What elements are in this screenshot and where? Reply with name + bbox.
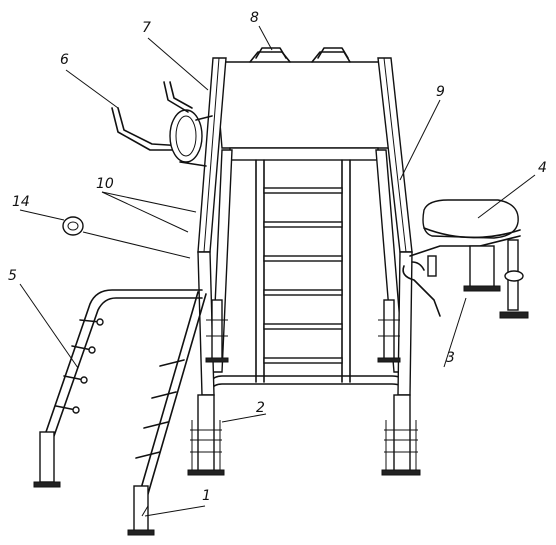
callout-2: 2	[256, 400, 265, 416]
ladder-frame	[209, 147, 405, 391]
ladder-rungs	[263, 187, 343, 364]
callout-labels: 1 2 3 4 5 6 7 8 9 10 14	[8, 10, 547, 504]
top-handles	[249, 47, 351, 63]
callout-10: 10	[96, 176, 114, 192]
leader-lines	[19, 25, 536, 517]
callout-5: 5	[8, 268, 17, 284]
callout-4: 4	[538, 160, 547, 176]
callout-3: 3	[446, 350, 455, 366]
callout-6: 6	[60, 52, 69, 68]
callout-7: 7	[142, 20, 151, 36]
right-lower-post	[381, 251, 421, 476]
curved-bars	[33, 289, 203, 488]
callout-8: 8	[250, 10, 259, 26]
arm-exerciser	[111, 81, 213, 167]
callout-1: 1	[202, 488, 211, 504]
small-fitting-14	[62, 216, 84, 236]
callout-9: 9	[436, 84, 445, 100]
callout-14: 14	[12, 194, 30, 210]
front-step-ladder	[127, 291, 207, 536]
top-panel	[214, 61, 396, 149]
seat-station	[402, 199, 529, 319]
inner-base-posts	[205, 299, 401, 363]
